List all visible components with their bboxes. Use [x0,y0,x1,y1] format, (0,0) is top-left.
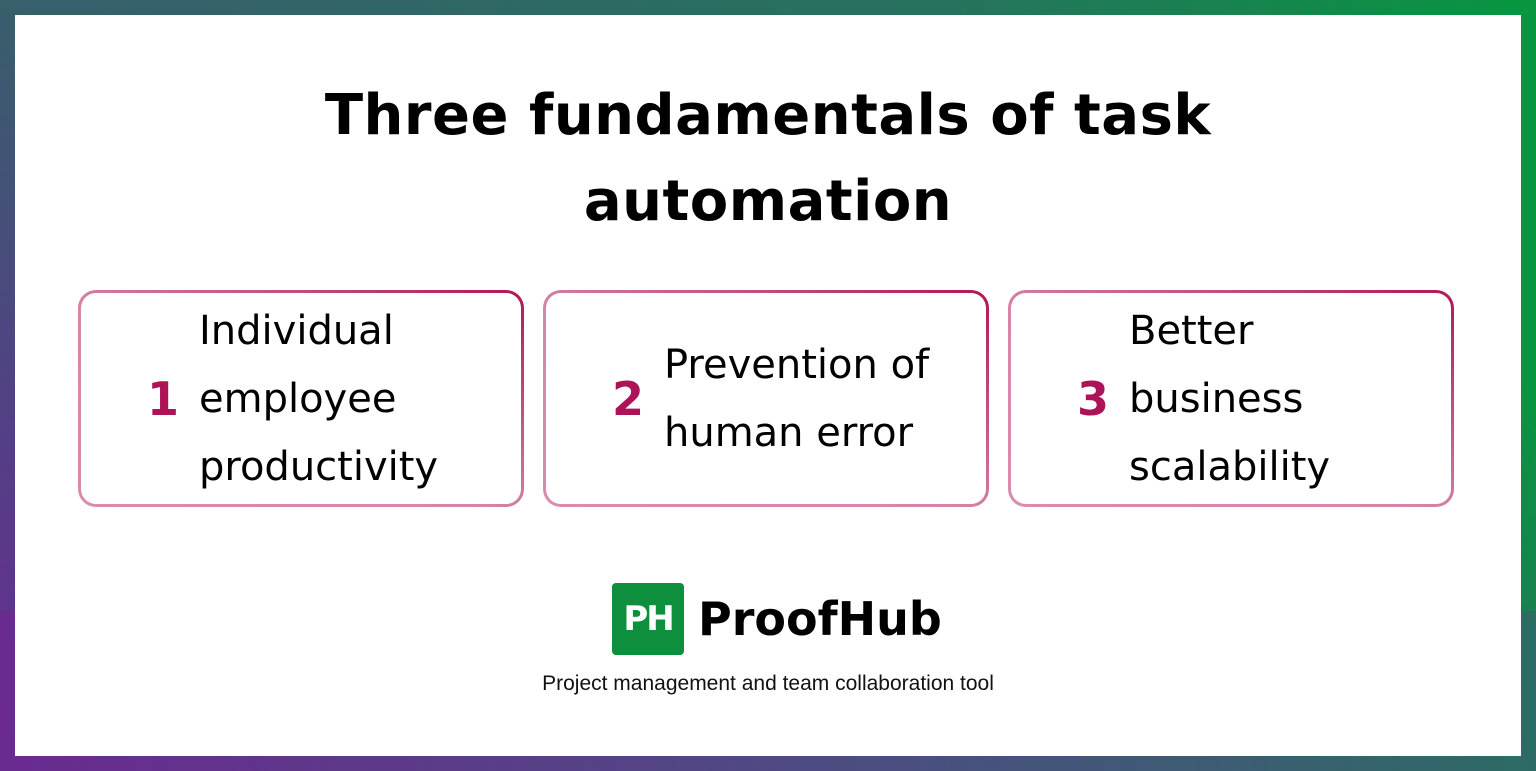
card-text-line: scalability [1129,443,1331,490]
card-number: 3 [1076,371,1109,426]
card-number: 1 [146,371,179,426]
brand-lockup: PH ProofHub [612,583,942,655]
proofhub-logo-icon: PH [612,583,684,655]
infographic-canvas: Three fundamentals of task automation 1 … [15,15,1521,756]
fundamental-card-1: 1 Individual employee productivity [78,290,524,507]
title-line-1: Three fundamentals of task [324,83,1212,148]
brand-name: ProofHub [698,592,942,646]
card-number: 2 [611,371,644,426]
card-text-line: Individual [199,307,394,354]
card-text-line: productivity [199,443,439,490]
page-title: Three fundamentals of task automation [15,73,1521,245]
brand-tagline: Project management and team collaboratio… [542,672,994,695]
card-text: Better business scalability [1119,297,1330,501]
card-text-line: human error [664,409,914,456]
card-text-line: Prevention of [664,341,930,388]
card-text-line: Better [1129,307,1254,354]
title-line-2: automation [583,169,953,234]
card-text-line: employee [199,375,397,422]
fundamental-card-2: 2 Prevention of human error [543,290,989,507]
card-text-line: business [1129,375,1304,422]
card-text: Individual employee productivity [189,297,438,501]
fundamental-card-3: 3 Better business scalability [1008,290,1454,507]
card-text: Prevention of human error [654,331,929,467]
